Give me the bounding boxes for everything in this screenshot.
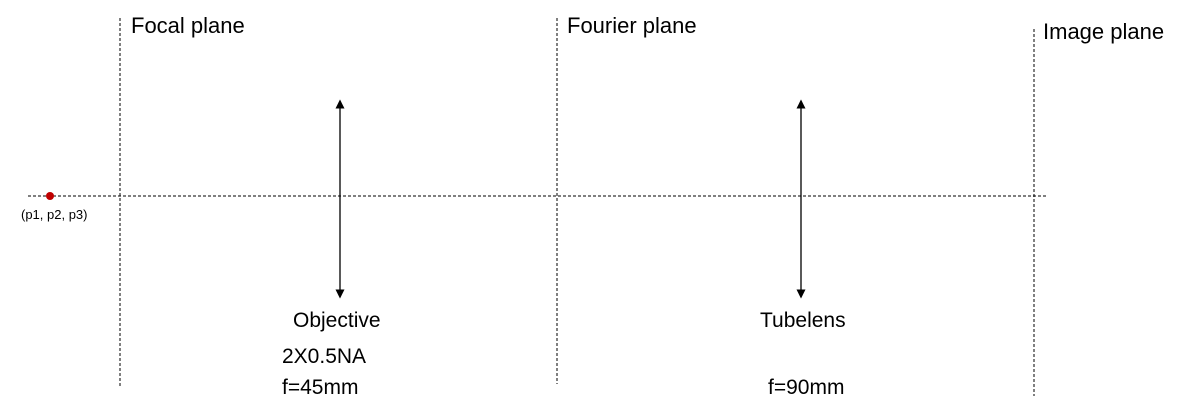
fourier-plane-label: Fourier plane [567, 13, 697, 38]
objective-spec: 2X0.5NA [282, 345, 367, 368]
source-point-dot [46, 192, 54, 200]
source-point-label: (p1, p2, p3) [21, 207, 88, 222]
tube-lens-focal-length: f=90mm [768, 376, 845, 399]
image-plane-label: Image plane [1043, 19, 1165, 44]
tube-lens-name: Tubelens [760, 309, 846, 332]
objective-name: Objective [293, 309, 381, 332]
focal-plane-label: Focal plane [131, 13, 245, 38]
objective-focal-length: f=45mm [282, 376, 359, 399]
